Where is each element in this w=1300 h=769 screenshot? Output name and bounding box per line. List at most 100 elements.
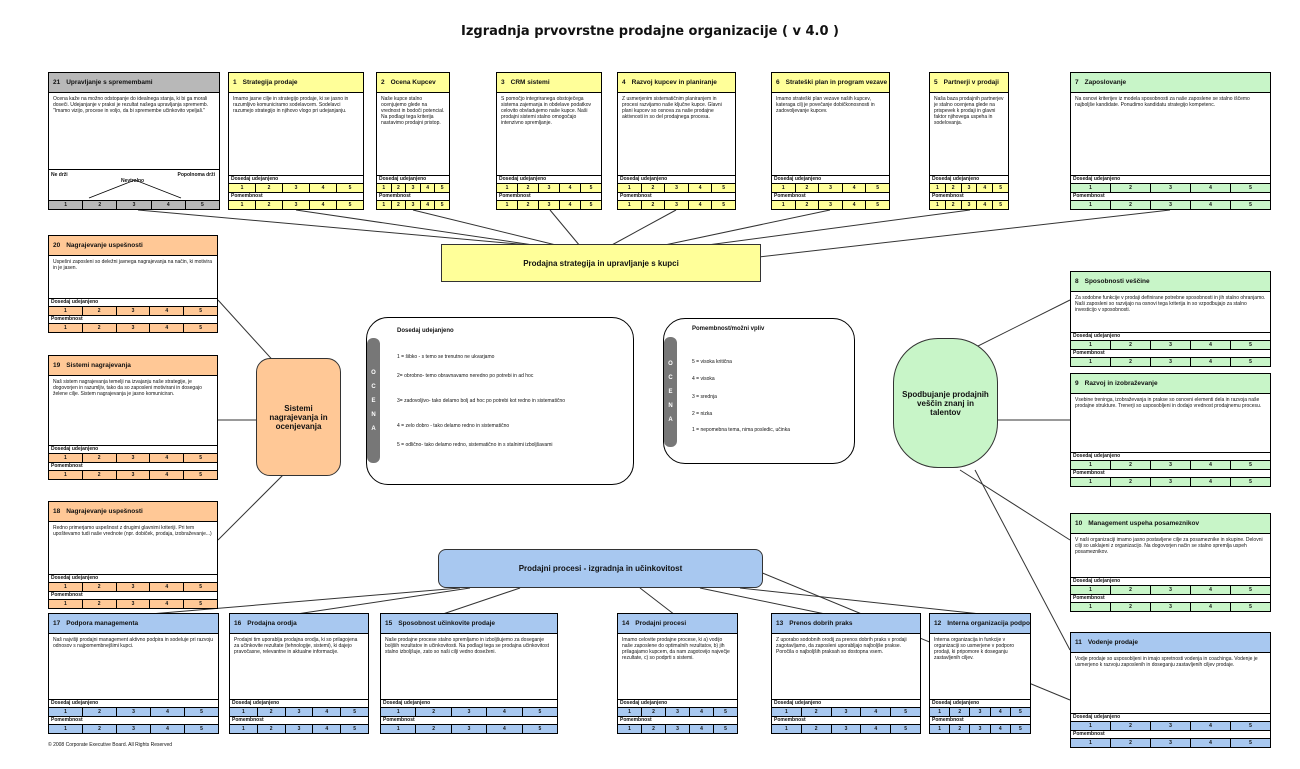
rating-cell[interactable]: 3 — [406, 184, 421, 192]
rating-cell[interactable]: 5 — [724, 709, 727, 715]
rating-cell[interactable]: 5 — [199, 601, 202, 607]
rating-cell[interactable]: 5 — [876, 202, 880, 208]
rating-cell[interactable]: 2 — [642, 184, 666, 192]
rating-cell[interactable]: 2 — [1111, 478, 1151, 486]
rating-cell[interactable]: 5 — [199, 308, 202, 314]
rating-cell[interactable]: 1 — [930, 201, 946, 209]
rating-cell[interactable]: 1 — [377, 184, 392, 192]
rating-cell[interactable]: 5 — [589, 185, 593, 191]
rating-cell[interactable]: 5 — [199, 325, 202, 331]
rating-cell[interactable]: 3 — [1151, 184, 1191, 192]
rating-cell[interactable]: 1 — [49, 583, 83, 591]
rating-cell[interactable]: 1 — [618, 184, 642, 192]
rating-cell[interactable]: 5 — [1249, 723, 1252, 729]
rating-cell[interactable]: 3 — [1151, 603, 1191, 611]
rating-cell[interactable]: 5 — [722, 185, 726, 191]
rating-cell[interactable]: 5 — [348, 185, 352, 191]
rating-cell[interactable]: 5 — [722, 202, 726, 208]
rating-cell[interactable]: 4 — [1191, 478, 1231, 486]
rating-cell[interactable]: 2 — [1111, 586, 1151, 594]
rating-cell[interactable]: 3 — [970, 725, 991, 733]
rating-cell[interactable]: 3 — [283, 201, 310, 209]
rating-cell[interactable]: 3 — [117, 454, 151, 462]
rating-cell[interactable]: 4 — [150, 324, 185, 332]
rating-cell[interactable]: 2 — [83, 201, 118, 209]
rating-cell[interactable]: 3 — [666, 708, 690, 716]
rating-cell[interactable]: 5 — [1249, 479, 1252, 485]
rating-cell[interactable]: 1 — [772, 708, 802, 716]
rating-cell[interactable]: 2 — [1111, 739, 1151, 747]
rating-cell[interactable]: 1 — [49, 725, 83, 733]
rating-cell[interactable]: 2 — [518, 184, 539, 192]
rating-cell[interactable]: 4 — [487, 708, 523, 716]
rating-cell[interactable]: 4 — [861, 708, 892, 716]
rating-cell[interactable]: 2 — [946, 184, 962, 192]
rating-cell[interactable]: 4 — [689, 201, 713, 209]
rating-cell[interactable]: 4 — [1191, 586, 1231, 594]
rating-cell[interactable]: 2 — [946, 201, 962, 209]
rating-cell[interactable]: 4 — [843, 201, 867, 209]
rating-cell[interactable]: 3 — [117, 600, 151, 608]
rating-cell[interactable]: 3 — [117, 201, 152, 209]
rating-cell[interactable]: 5 — [199, 472, 202, 478]
rating-cell[interactable]: 2 — [83, 708, 117, 716]
rating-cell[interactable]: 4 — [150, 454, 185, 462]
rating-cell[interactable]: 3 — [819, 201, 843, 209]
rating-cell[interactable]: 5 — [1019, 726, 1022, 732]
rating-cell[interactable]: 3 — [832, 708, 862, 716]
rating-cell[interactable]: 1 — [497, 184, 518, 192]
rating-cell[interactable]: 1 — [1071, 461, 1111, 469]
rating-cell[interactable]: 2 — [83, 324, 117, 332]
rating-cell[interactable]: 5 — [353, 726, 356, 732]
rating-cell[interactable]: 2 — [950, 708, 971, 716]
rating-cell[interactable]: 3 — [970, 708, 991, 716]
rating-cell[interactable]: 3 — [665, 201, 689, 209]
rating-cell[interactable]: 5 — [1249, 359, 1252, 365]
rating-cell[interactable]: 3 — [117, 324, 151, 332]
rating-cell[interactable]: 1 — [230, 708, 258, 716]
rating-cell[interactable]: 4 — [1191, 739, 1231, 747]
rating-cell[interactable]: 4 — [977, 201, 994, 209]
rating-cell[interactable]: 4 — [313, 708, 342, 716]
rating-cell[interactable]: 5 — [904, 709, 907, 715]
rating-cell[interactable]: 2 — [802, 708, 832, 716]
rating-cell[interactable]: 3 — [832, 725, 862, 733]
rating-cell[interactable]: 2 — [796, 184, 820, 192]
rating-cell[interactable]: 2 — [1111, 341, 1151, 349]
rating-cell[interactable]: 4 — [1191, 341, 1231, 349]
rating-cell[interactable]: 3 — [117, 725, 151, 733]
rating-cell[interactable]: 2 — [802, 725, 832, 733]
rating-cell[interactable]: 4 — [421, 184, 436, 192]
rating-cell[interactable]: 4 — [560, 201, 581, 209]
rating-cell[interactable]: 1 — [1071, 603, 1111, 611]
rating-cell[interactable]: 5 — [440, 185, 444, 191]
rating-cell[interactable]: 4 — [150, 600, 185, 608]
rating-cell[interactable]: 2 — [83, 600, 117, 608]
rating-cell[interactable]: 3 — [286, 708, 314, 716]
rating-cell[interactable]: 5 — [538, 709, 542, 715]
rating-cell[interactable]: 4 — [690, 708, 714, 716]
rating-cell[interactable]: 1 — [772, 201, 796, 209]
rating-cell[interactable]: 3 — [819, 184, 843, 192]
